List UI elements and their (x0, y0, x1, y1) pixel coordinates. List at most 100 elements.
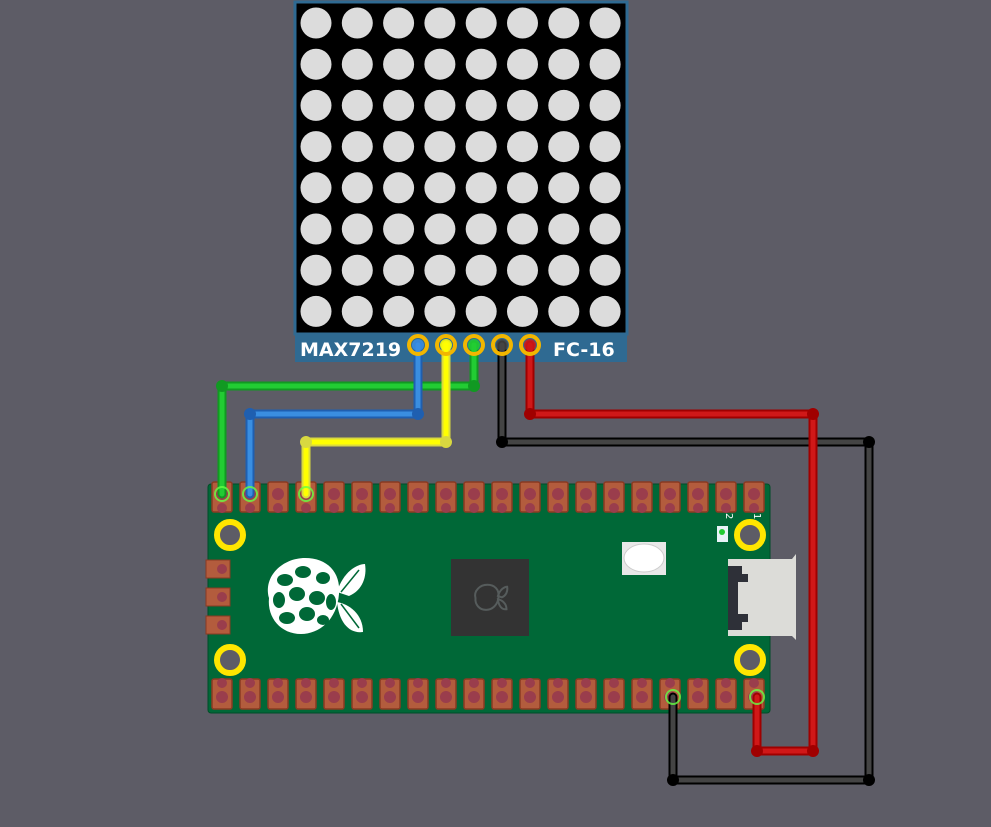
wire-bend-handle[interactable] (468, 380, 480, 392)
led-dot (383, 254, 415, 286)
wire-bend-handle[interactable] (300, 436, 312, 448)
wire-bend-handle[interactable] (863, 436, 875, 448)
led-dot (589, 295, 621, 327)
gpio-pin[interactable] (463, 481, 485, 514)
gpio-pin[interactable] (435, 481, 457, 514)
gpio-pin[interactable] (463, 677, 485, 710)
gpio-pin[interactable] (295, 677, 317, 710)
matrix-pin[interactable] (463, 334, 485, 356)
led-dot (424, 89, 456, 121)
led-dot (507, 172, 538, 204)
led-dot (465, 7, 497, 39)
gpio-pin[interactable] (435, 677, 457, 710)
bootsel-button[interactable] (622, 542, 666, 575)
led-dot (383, 172, 415, 204)
gpio-pin[interactable] (519, 481, 541, 514)
status-led (717, 526, 728, 542)
gpio-pin[interactable] (407, 481, 429, 514)
micro-usb-port (728, 554, 796, 640)
wire-bend-handle[interactable] (807, 408, 819, 420)
led-dot (383, 89, 415, 121)
gpio-pin[interactable] (547, 677, 569, 710)
gpio-pin[interactable] (519, 677, 541, 710)
gpio-pin[interactable] (575, 677, 597, 710)
wire-yellow[interactable] (298, 340, 452, 502)
wire-bend-handle[interactable] (667, 774, 679, 786)
led-dot (341, 131, 373, 163)
led-dot (424, 295, 456, 327)
wire-bend-handle[interactable] (524, 408, 536, 420)
led-dot (465, 172, 497, 204)
wire-bend-handle[interactable] (751, 745, 763, 757)
led-dot (341, 295, 373, 327)
gpio-pin[interactable] (715, 677, 737, 710)
gpio-pin[interactable] (351, 677, 373, 710)
matrix-pin[interactable] (435, 334, 457, 356)
led-dot (465, 131, 497, 163)
rp2040-chip (451, 559, 529, 636)
gpio-pin[interactable] (323, 481, 345, 514)
wire-bend-handle[interactable] (863, 774, 875, 786)
gpio-pin[interactable] (323, 677, 345, 710)
led-dot (589, 131, 621, 163)
led-dot (465, 89, 497, 121)
mounting-hole (734, 519, 766, 551)
gpio-pin[interactable] (631, 481, 653, 514)
matrix-pin[interactable] (407, 334, 429, 356)
led-dot (548, 89, 580, 121)
wire-red[interactable] (524, 340, 819, 757)
gpio-pin[interactable] (407, 677, 429, 710)
gpio-pin[interactable] (379, 677, 401, 710)
led-dot (383, 48, 415, 80)
gpio-pin[interactable] (659, 481, 681, 514)
wire-bend-handle[interactable] (496, 436, 508, 448)
gpio-pin[interactable] (267, 677, 289, 710)
gpio-pin[interactable] (267, 481, 289, 514)
led-dot (589, 172, 621, 204)
led-dot (341, 213, 373, 245)
gpio-pin[interactable] (211, 677, 233, 710)
led-dot (548, 213, 580, 245)
wires[interactable] (214, 340, 875, 786)
gpio-pin[interactable] (715, 481, 737, 514)
led-dot (300, 172, 332, 204)
gpio-pin[interactable] (603, 677, 625, 710)
led-dot (548, 254, 580, 286)
gpio-pin[interactable] (239, 677, 261, 710)
gpio-pin[interactable] (687, 677, 709, 710)
gpio-pin[interactable] (351, 481, 373, 514)
led-dot (300, 7, 332, 39)
led-dot (548, 48, 580, 80)
gpio-pin[interactable] (491, 481, 513, 514)
matrix-pin[interactable] (519, 334, 541, 356)
wire-blue[interactable] (242, 340, 424, 502)
led-dot (589, 89, 621, 121)
matrix-label-strip (295, 333, 627, 362)
mounting-hole (734, 644, 766, 676)
led-matrix-module[interactable]: MAX7219 FC-16 (293, 0, 629, 362)
led-dot (424, 213, 456, 245)
gpio-pin[interactable] (603, 481, 625, 514)
gpio-pin[interactable] (491, 677, 513, 710)
gpio-pin[interactable] (687, 481, 709, 514)
wire-bend-handle[interactable] (807, 745, 819, 757)
gpio-pin[interactable] (379, 481, 401, 514)
matrix-pin[interactable] (491, 334, 513, 356)
wire-bend-handle[interactable] (412, 408, 424, 420)
wire-bend-handle[interactable] (244, 408, 256, 420)
wire-green[interactable] (214, 340, 480, 502)
led-dot (341, 7, 373, 39)
wire-bend-handle[interactable] (440, 436, 452, 448)
led-dot (341, 172, 373, 204)
gpio-pin[interactable] (631, 677, 653, 710)
gpio-pin[interactable] (575, 481, 597, 514)
led-dot (383, 295, 415, 327)
gpio-pin[interactable] (743, 481, 765, 514)
gpio-pin[interactable] (547, 481, 569, 514)
pico-board[interactable]: 2 1 (205, 481, 796, 714)
raspberry-pi-logo-icon (267, 558, 366, 634)
led-dot (589, 7, 621, 39)
wire-bend-handle[interactable] (216, 380, 228, 392)
wire-black[interactable] (496, 340, 875, 786)
